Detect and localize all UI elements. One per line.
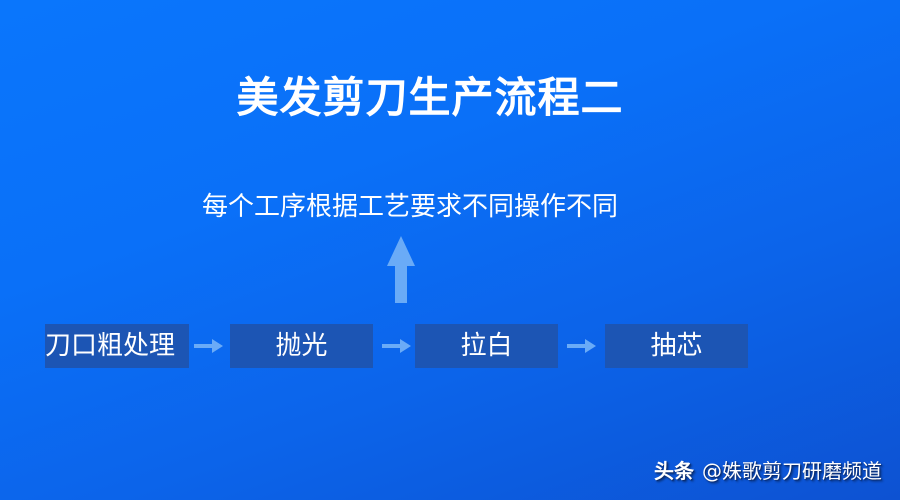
process-step-brushing[interactable]: 拉白 xyxy=(415,324,558,368)
slide-title: 美发剪刀生产流程二 xyxy=(236,73,624,122)
step-label: 抛光 xyxy=(275,331,328,361)
process-step-core-pull[interactable]: 抽芯 xyxy=(605,324,748,368)
step-label: 刀口粗处理 xyxy=(45,331,176,361)
step-label: 拉白 xyxy=(460,331,513,361)
arrow-right-icon xyxy=(382,339,411,353)
arrow-up-icon xyxy=(387,236,415,303)
watermark-brand: 头条 xyxy=(654,459,694,483)
process-step-polish[interactable]: 抛光 xyxy=(230,324,373,368)
watermark-account: @姝歌剪刀研磨频道 xyxy=(702,459,882,483)
arrow-right-icon xyxy=(194,339,223,353)
step-label: 抽芯 xyxy=(650,331,703,361)
arrow-right-icon xyxy=(567,339,596,353)
slide-subtitle: 每个工序根据工艺要求不同操作不同 xyxy=(201,192,618,222)
process-step-rough-edge[interactable]: 刀口粗处理 xyxy=(45,324,189,368)
watermark: 头条 @姝歌剪刀研磨频道 xyxy=(654,456,882,486)
